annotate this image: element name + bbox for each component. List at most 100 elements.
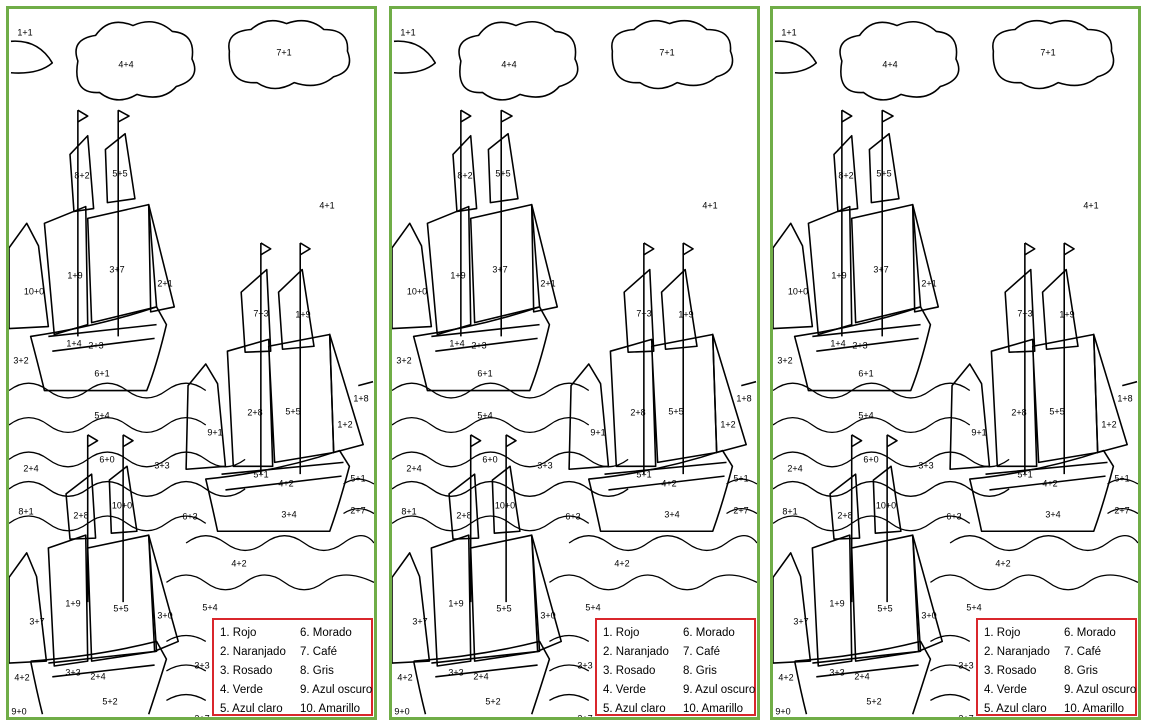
label-ship2-band-left: 5+1 <box>253 469 269 480</box>
label-ship1-main-left: 1+9 <box>450 270 466 281</box>
label-ship4-band-left: 3+3 <box>448 667 464 678</box>
label-wave-left-row2: 2+4 <box>787 463 803 474</box>
label-cloud-right: 7+1 <box>659 47 675 58</box>
label-ship1-topsail-left: 8+2 <box>838 170 854 181</box>
label-cloud-left: 4+4 <box>501 59 517 70</box>
label-ship3-flag: 6+0 <box>863 454 879 465</box>
label-ship1-band-left: 1+4 <box>66 338 82 349</box>
label-ship3-topsail-left: 2+8 <box>837 510 853 521</box>
label-ship3-topsail-left: 2+8 <box>73 510 89 521</box>
label-wave-right-row5: 5+4 <box>585 602 601 613</box>
legend-item: 9. Azul oscuro <box>300 684 373 696</box>
legend-item: 6. Morado <box>1064 627 1116 639</box>
label-ship1-water-left: 3+2 <box>777 355 793 366</box>
label-ship2-front-sail: 1+2 <box>337 419 353 430</box>
label-ship1-main-right: 3+7 <box>873 264 889 275</box>
label-ship4-band-left: 3+3 <box>65 667 81 678</box>
label-wave-right-row5: 5+4 <box>966 602 982 613</box>
label-ship4-main-left: 1+9 <box>829 598 845 609</box>
label-wave-mid-row3: 6+3 <box>182 511 198 522</box>
label-ship2-rear-sail: 9+1 <box>971 427 987 438</box>
legend-item: 6. Morado <box>300 627 352 639</box>
label-bottom-left: 9+0 <box>394 706 410 717</box>
label-wave-mid-row3: 6+3 <box>565 511 581 522</box>
label-ship2-flag-tip: 1+8 <box>736 393 752 404</box>
label-ship1-main-left: 1+9 <box>831 270 847 281</box>
ship-coloring-drawing <box>392 19 757 715</box>
label-ship2-topsail-right: 1+9 <box>295 309 311 320</box>
label-ship2-main-left: 2+8 <box>630 407 646 418</box>
label-ship4-front-sail: 3+0 <box>921 610 937 621</box>
legend-item: 1. Rojo <box>984 627 1021 639</box>
label-ship1-band-left: 1+4 <box>449 338 465 349</box>
label-ship1-topsail-left: 8+2 <box>457 170 473 181</box>
label-bottom-right: 2+7 <box>577 713 593 720</box>
label-ship2-topsail-left: 7+3 <box>253 308 269 319</box>
label-wave-row1: 5+4 <box>94 410 110 421</box>
label-wave-left-row3: 8+1 <box>401 506 417 517</box>
label-cloud-right: 7+1 <box>276 47 292 58</box>
label-ship2-water-right: 5+1 <box>1114 473 1130 484</box>
label-ship1-topsail-right: 5+5 <box>112 168 128 179</box>
label-wave-row4: 4+2 <box>231 558 247 569</box>
label-cloud-left: 4+4 <box>118 59 134 70</box>
legend-item: 3. Rosado <box>220 665 273 677</box>
label-wave-row4: 4+2 <box>614 558 630 569</box>
ship-coloring-drawing <box>773 19 1138 715</box>
label-ship2-hull: 3+4 <box>1045 509 1061 520</box>
label-wave-mid-row2: 3+3 <box>537 460 553 471</box>
label-ship2-main-left: 2+8 <box>247 407 263 418</box>
legend-item: 7. Café <box>683 646 721 658</box>
label-ship2-front-sail: 1+2 <box>1101 419 1117 430</box>
label-ship1-topsail-left: 8+2 <box>74 170 90 181</box>
label-wave-row1: 5+4 <box>477 410 493 421</box>
label-ship4-rear-sail: 3+7 <box>793 616 809 627</box>
label-ship1-front-sail: 2+1 <box>157 278 173 289</box>
label-ship1-rear-sail: 10+0 <box>406 286 428 297</box>
legend-item: 3. Rosado <box>984 665 1037 677</box>
legend-item: 8. Gris <box>1064 665 1098 677</box>
label-wave-left-row3: 8+1 <box>782 506 798 517</box>
label-ship1-water-left: 3+2 <box>13 355 29 366</box>
label-sun: 1+1 <box>781 27 797 38</box>
legend-item: 2. Naranjado <box>220 646 286 658</box>
label-ship4-hull: 5+2 <box>866 696 882 707</box>
label-ship3-topsail-right: 10+0 <box>494 500 516 511</box>
label-ship4-water-right: 3+3 <box>194 660 210 671</box>
label-ship3-flag: 6+0 <box>99 454 115 465</box>
label-ship1-main-right: 3+7 <box>109 264 125 275</box>
label-ship1-front-sail: 2+1 <box>540 278 556 289</box>
label-sky-right: 4+1 <box>319 200 335 211</box>
label-ship2-band-left: 5+1 <box>636 469 652 480</box>
label-wave-row1: 5+4 <box>858 410 874 421</box>
label-ship3-flag: 6+0 <box>482 454 498 465</box>
label-bottom-right: 2+7 <box>194 713 210 720</box>
label-ship1-band-right: 2+3 <box>88 340 104 351</box>
label-ship4-hull: 5+2 <box>102 696 118 707</box>
legend-item: 7. Café <box>1064 646 1102 658</box>
label-ship2-main-right: 5+5 <box>285 406 301 417</box>
label-ship4-rear-sail: 3+7 <box>412 616 428 627</box>
label-wave-left-row2: 2+4 <box>23 463 39 474</box>
label-ship4-main-right: 5+5 <box>877 603 893 614</box>
label-ship2-topsail-right: 1+9 <box>678 309 694 320</box>
label-ship4-rear-sail: 3+7 <box>29 616 45 627</box>
label-ship1-front-sail: 2+1 <box>921 278 937 289</box>
legend-item: 10. Amarillo <box>1064 703 1125 715</box>
label-ship4-main-left: 1+9 <box>65 598 81 609</box>
label-ship2-hull: 3+4 <box>664 509 680 520</box>
label-cloud-left: 4+4 <box>882 59 898 70</box>
label-ship1-topsail-right: 5+5 <box>876 168 892 179</box>
legend-item: 4. Verde <box>220 684 263 696</box>
label-ship2-band-right: 4+2 <box>661 478 677 489</box>
label-wave-mid-row2: 3+3 <box>154 460 170 471</box>
label-ship2-main-right: 5+5 <box>668 406 684 417</box>
legend-item: 1. Rojo <box>220 627 257 639</box>
label-ship2-main-left: 2+8 <box>1011 407 1027 418</box>
label-ship1-hull: 6+1 <box>94 368 110 379</box>
